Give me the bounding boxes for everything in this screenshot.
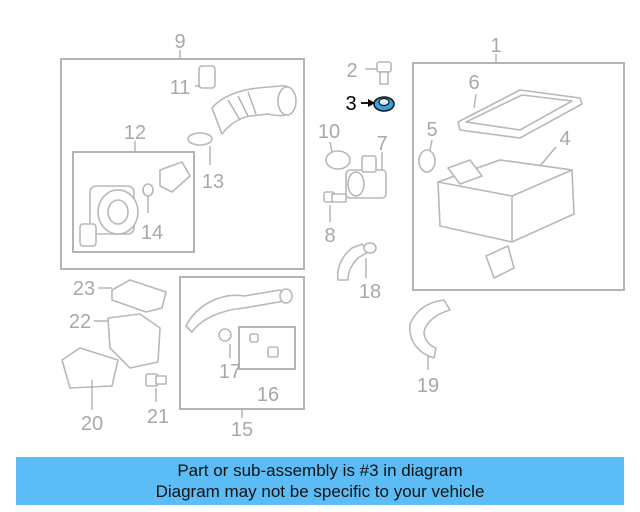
label-5: 5	[426, 119, 437, 141]
part-4-air-cleaner	[437, 146, 575, 279]
part-23-cover	[98, 279, 167, 313]
parts-diagram: 9 11 12 13 14 2 3 10 7 8 18 1 6 5 4 19 2…	[60, 31, 625, 441]
label-15: 15	[231, 419, 253, 441]
label-21: 21	[147, 406, 169, 428]
notice-line-1: Part or sub-assembly is #3 in diagram	[177, 461, 463, 480]
part-19-inlet-duct	[409, 299, 451, 370]
label-3: 3	[345, 93, 356, 115]
part-8-bolt	[323, 191, 347, 222]
part-12-throttle	[79, 161, 191, 247]
notice-line-2: Diagram may not be specific to your vehi…	[155, 482, 485, 501]
label-22: 22	[69, 311, 91, 333]
group-box-12	[72, 151, 195, 253]
notice-banner: Part or sub-assembly is #3 in diagram Di…	[16, 457, 624, 505]
label-20: 20	[81, 413, 103, 435]
group-box-9	[60, 58, 305, 270]
part-3-grommet[interactable]	[361, 96, 395, 112]
label-17: 17	[219, 361, 241, 383]
label-16: 16	[257, 384, 279, 406]
label-18: 18	[359, 281, 381, 303]
part-11-connector	[195, 65, 216, 89]
label-13: 13	[202, 171, 224, 193]
part-13-ring	[187, 132, 213, 165]
part-20-bracket	[61, 347, 119, 410]
group-box-16	[238, 326, 296, 370]
part-intake-duct	[211, 85, 297, 135]
label-23: 23	[73, 278, 95, 300]
part-6-filter	[457, 89, 583, 139]
part-5-seal	[418, 139, 436, 173]
label-14: 14	[141, 222, 163, 244]
part-15-hose	[185, 288, 293, 418]
part-22-resonator	[94, 313, 161, 369]
part-10-clamp	[325, 141, 351, 170]
part-21-bolt	[145, 373, 167, 402]
label-9: 9	[174, 31, 185, 53]
label-12: 12	[124, 122, 146, 144]
part-2-bolt	[365, 61, 392, 85]
label-4: 4	[559, 128, 570, 150]
part-7-maf-sensor	[345, 152, 387, 199]
label-10: 10	[318, 121, 340, 143]
part-18-hose	[336, 242, 377, 281]
group-box-1	[412, 62, 625, 291]
label-6: 6	[468, 72, 479, 94]
label-2: 2	[346, 60, 357, 82]
label-8: 8	[324, 225, 335, 247]
label-1: 1	[490, 35, 501, 57]
label-7: 7	[376, 133, 387, 155]
label-19: 19	[417, 375, 439, 397]
label-11: 11	[170, 77, 191, 99]
